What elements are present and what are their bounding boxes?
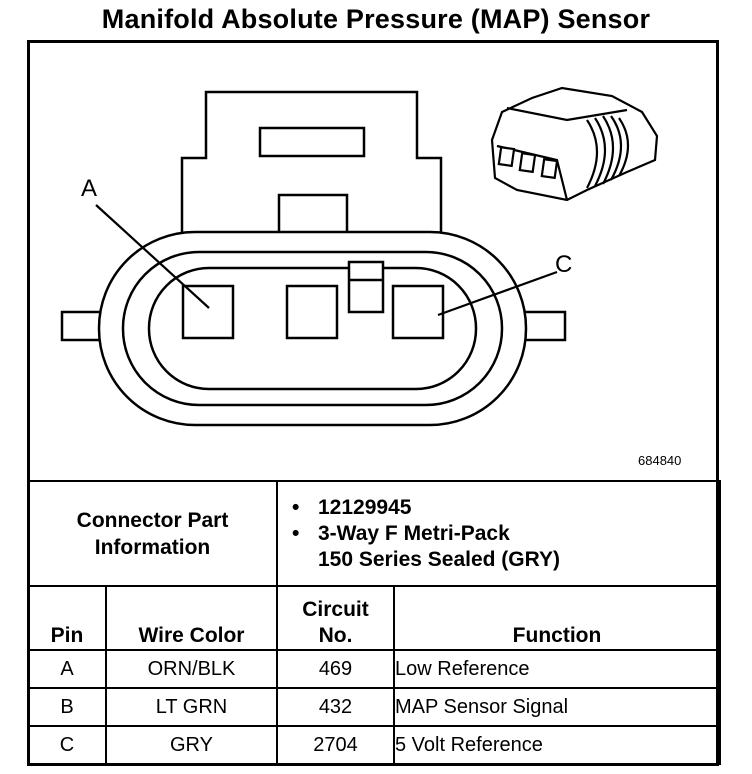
terminal-c [391, 284, 445, 340]
latch-step [277, 193, 349, 235]
terminal-b [285, 284, 339, 340]
figure-number: 684840 [638, 453, 681, 468]
circuit-cell: 432 [276, 687, 395, 727]
connector-part-row: Connector Part Information • 12129945 • … [27, 480, 722, 587]
table-row: B LT GRN 432 MAP Sensor Signal [27, 687, 722, 727]
table-header-row: Pin Wire Color Circuit No. Function [27, 585, 722, 651]
header-function: Function [392, 585, 722, 651]
pin-cell: B [27, 687, 107, 727]
circuit-cell: 2704 [276, 725, 395, 765]
connector-body-ring [121, 250, 504, 407]
leader-line-c [437, 270, 558, 317]
connector-info-table: Connector Part Information • 12129945 • … [27, 480, 722, 765]
connector-latch-housing [180, 90, 443, 235]
bullet-icon: • [292, 495, 300, 519]
pin-cell: A [27, 649, 107, 689]
wire-color-cell: GRY [105, 725, 278, 765]
keyway [347, 260, 385, 314]
connector-part-info: • 12129945 • 3-Way F Metri-Pack 150 Seri… [275, 480, 722, 587]
table-row: C GRY 2704 5 Volt Reference [27, 725, 722, 765]
bullet-icon: • [292, 521, 300, 545]
header-circuit: Circuit No. [276, 585, 395, 651]
outer-frame [27, 40, 719, 766]
pin-cell: C [27, 725, 107, 765]
table-row: A ORN/BLK 469 Low Reference [27, 649, 722, 689]
pin-label-c: C [555, 251, 572, 278]
function-cell: 5 Volt Reference [392, 725, 722, 765]
description-item: • 3-Way F Metri-Pack 150 Series Sealed (… [292, 521, 561, 571]
terminal-a [181, 284, 235, 340]
circuit-cell: 469 [276, 649, 395, 689]
pin-label-a: A [81, 175, 97, 202]
connector-diagram: A C 684840 [27, 40, 719, 480]
header-wire-color: Wire Color [105, 585, 278, 651]
connector-iso-sketch [490, 86, 659, 202]
wire-color-cell: ORN/BLK [105, 649, 278, 689]
leader-line-a [95, 204, 210, 309]
part-number-item: • 12129945 [292, 495, 412, 519]
function-cell: Low Reference [392, 649, 722, 689]
connector-part-label: Connector Part Information [27, 480, 278, 587]
header-pin: Pin [27, 585, 107, 651]
function-cell: MAP Sensor Signal [392, 687, 722, 727]
latch-slot [258, 126, 366, 158]
wire-color-cell: LT GRN [105, 687, 278, 727]
page-title: Manifold Absolute Pressure (MAP) Sensor [101, 4, 651, 34]
